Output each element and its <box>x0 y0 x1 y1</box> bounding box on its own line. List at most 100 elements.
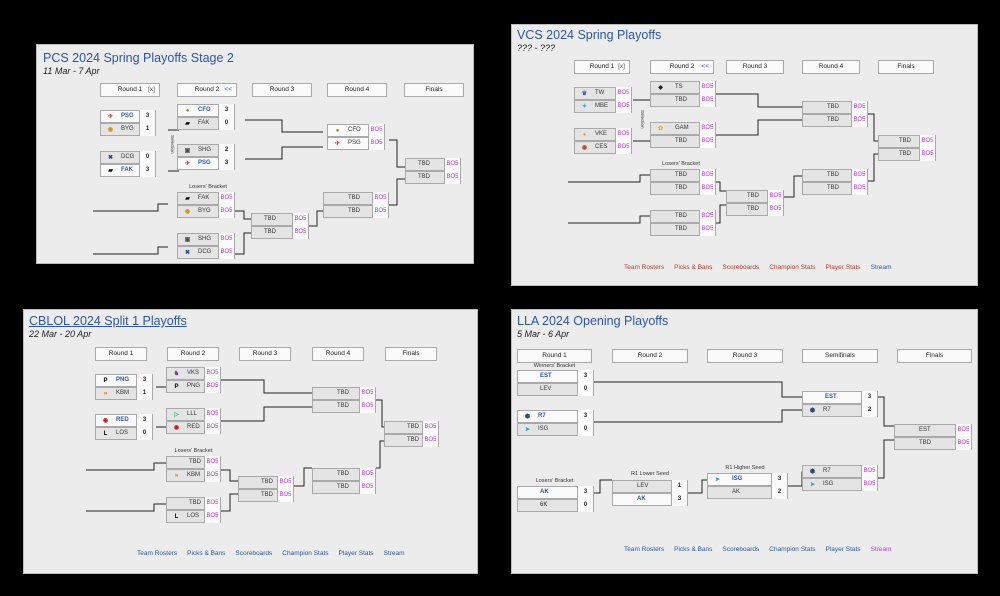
scoreboards-link[interactable]: Scoreboards <box>235 550 273 557</box>
team-rosters-link[interactable]: Team Rosters <box>624 264 665 271</box>
champion-stats-link[interactable]: Champion Stats <box>282 550 329 557</box>
stream-link[interactable]: Stream <box>870 264 892 271</box>
picks-bans-link[interactable]: Picks & Bans <box>674 264 713 271</box>
stream-link[interactable]: Stream <box>870 546 892 553</box>
champion-stats-link[interactable]: Champion Stats <box>769 546 816 553</box>
pcs-collapse-toggle[interactable]: [x] <box>148 86 155 93</box>
scoreboards-link[interactable]: Scoreboards <box>722 546 760 553</box>
vcs-expand-toggle[interactable]: << <box>701 63 709 70</box>
scoreboards-link[interactable]: Scoreboards <box>722 264 760 271</box>
champion-stats-link[interactable]: Champion Stats <box>769 264 816 271</box>
pcs-title[interactable]: PCS 2024 Spring Playoffs Stage 2 <box>43 51 234 65</box>
lla-title[interactable]: LLA 2024 Opening Playoffs <box>517 314 669 328</box>
team-rosters-link[interactable]: Team Rosters <box>624 546 665 553</box>
team-rosters-link[interactable]: Team Rosters <box>137 550 178 557</box>
stream-link[interactable]: Stream <box>383 550 405 557</box>
pcs-expand-toggle[interactable]: << <box>224 86 232 93</box>
player-stats-link[interactable]: Player Stats <box>825 264 861 271</box>
player-stats-link[interactable]: Player Stats <box>825 546 861 553</box>
cblol-title[interactable]: CBLOL 2024 Split 1 Playoffs <box>29 314 187 328</box>
picks-bans-link[interactable]: Picks & Bans <box>674 546 713 553</box>
vcs-collapse-toggle[interactable]: [x] <box>618 63 625 70</box>
picks-bans-link[interactable]: Picks & Bans <box>187 550 226 557</box>
vcs-title[interactable]: VCS 2024 Spring Playoffs <box>517 28 662 42</box>
player-stats-link[interactable]: Player Stats <box>338 550 374 557</box>
